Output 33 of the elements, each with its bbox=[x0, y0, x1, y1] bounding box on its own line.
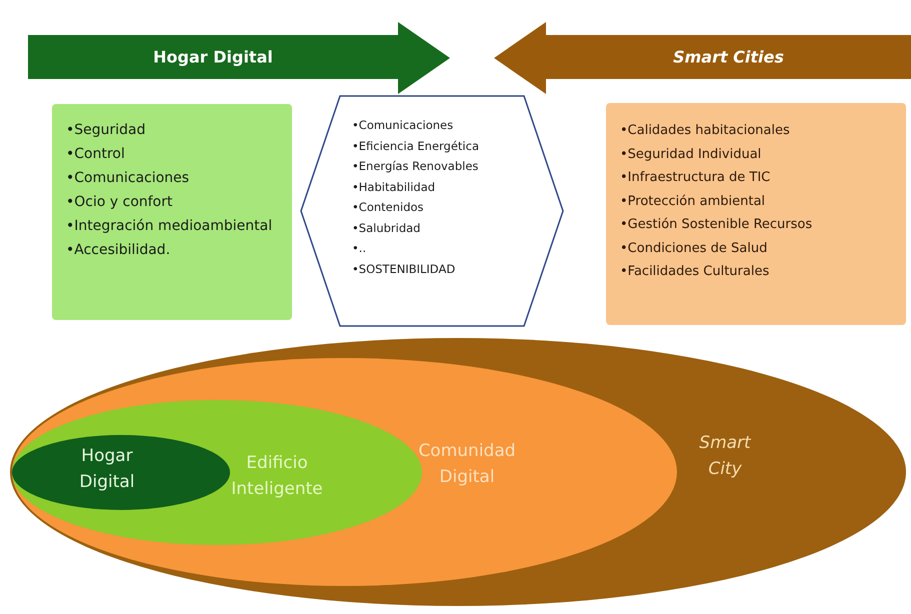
list-item: •Seguridad bbox=[66, 121, 147, 140]
list-panel bbox=[52, 104, 292, 320]
list-item: •Integración medioambiental bbox=[66, 217, 274, 236]
list-item: •Comunicaciones bbox=[352, 117, 454, 134]
list-item: •Calidades habitacionales bbox=[620, 122, 791, 140]
banner-title: Smart Cities bbox=[673, 48, 784, 66]
list-item: •Contenidos bbox=[352, 199, 425, 216]
list-item: •Facilidades Culturales bbox=[620, 263, 770, 281]
region-label: Hogar Digital bbox=[78, 445, 136, 494]
list-item: •Infraestructura de TIC bbox=[620, 169, 772, 187]
list-item: •Ocio y confort bbox=[66, 193, 174, 212]
list-item: •Eficiencia Energética bbox=[352, 138, 479, 154]
list-item: •SOSTENIBILIDAD bbox=[352, 260, 456, 278]
arrow-banner bbox=[494, 22, 911, 94]
region-label: Edificio Inteligente bbox=[230, 452, 324, 501]
list-item: •Seguridad Individual bbox=[620, 146, 762, 164]
region-label: Comunidad Digital bbox=[417, 440, 517, 489]
banner-title: Hogar Digital bbox=[153, 48, 273, 66]
list-item: •Comunicaciones bbox=[66, 169, 190, 188]
list-item: •Salubridad bbox=[352, 220, 422, 236]
list-item: •Protección ambiental bbox=[620, 192, 766, 210]
arrow-banner bbox=[28, 22, 450, 94]
list-item: •Control bbox=[66, 145, 126, 164]
list-item: •Condiciones de Salud bbox=[620, 240, 768, 258]
list-item: •Gestión Sostenible Recursos bbox=[620, 216, 812, 234]
ellipse-region bbox=[12, 435, 230, 510]
list-panel bbox=[606, 103, 906, 325]
list-item: •.. bbox=[352, 240, 368, 257]
hexagon-panel bbox=[300, 95, 564, 327]
region-label: Smart City bbox=[698, 432, 752, 481]
list-item: •Accesibilidad. bbox=[66, 241, 172, 260]
list-item: •Habitabilidad bbox=[352, 178, 436, 196]
list-item: •Energías Renovables bbox=[352, 158, 479, 175]
